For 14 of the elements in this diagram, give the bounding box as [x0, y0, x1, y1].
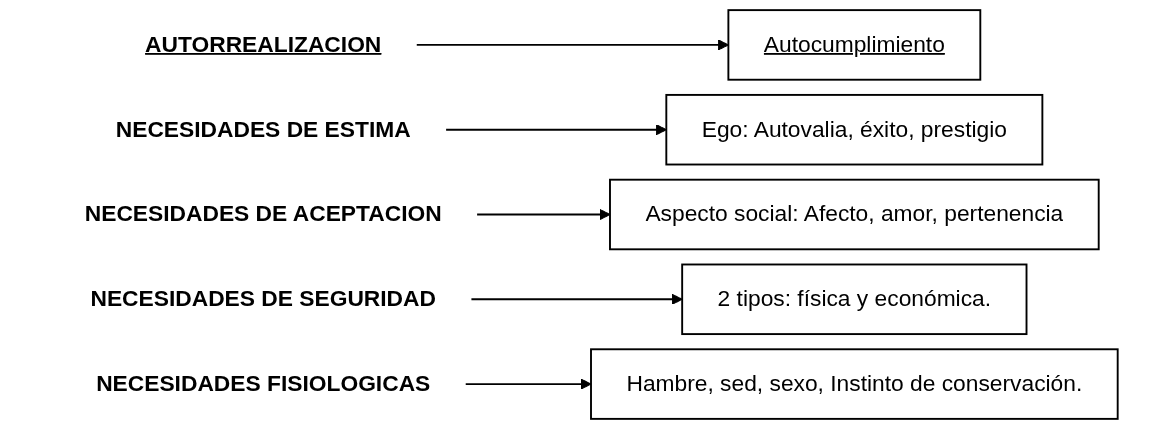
- node-box: Hambre, sed, sexo, Instinto de conservación.: [590, 348, 1119, 420]
- node-text: NECESIDADES DE ESTIMA: [115, 116, 411, 142]
- arrow: [445, 124, 667, 136]
- node-text: NECESIDADES DE ACEPTACION: [84, 201, 442, 227]
- arrow: [464, 378, 592, 390]
- arrow: [415, 39, 729, 51]
- arrow: [470, 293, 683, 305]
- node-text: AUTORREALIZACION: [145, 31, 382, 57]
- node-box: Autocumplimiento: [727, 9, 982, 81]
- node-box: 2 tipos: física y económica.: [681, 263, 1028, 336]
- node-text: NECESIDADES FISIOLOGICAS: [96, 370, 431, 397]
- node-box: Ego: Autovalia, éxito, prestigio: [665, 93, 1044, 166]
- node-text: NECESIDADES DE SEGURIDAD: [90, 286, 436, 312]
- node-box: Aspecto social: Afecto, amor, pertenencia: [609, 178, 1100, 251]
